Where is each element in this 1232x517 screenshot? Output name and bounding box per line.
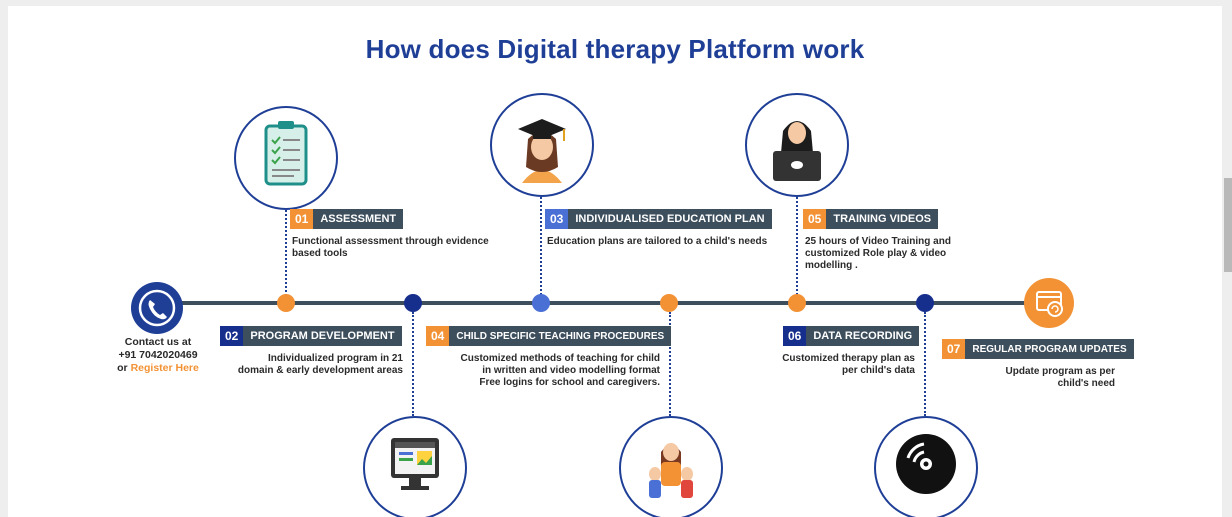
graduate-icon — [490, 93, 594, 197]
step-07-number: 07 — [942, 339, 966, 359]
register-link[interactable]: Register Here — [130, 362, 199, 374]
timeline-dot-03 — [532, 294, 550, 312]
phone-icon[interactable] — [131, 282, 183, 334]
step-05-description: 25 hours of Video Training and customize… — [805, 236, 951, 271]
contact-block: Contact us at +91 7042020469 or Register… — [108, 336, 208, 375]
step-05-label: 05 TRAINING VIDEOS — [803, 209, 939, 229]
step-01-number: 01 — [290, 209, 314, 229]
timeline-dot-01 — [277, 294, 295, 312]
timeline-dot-05 — [788, 294, 806, 312]
step-06-description: Customized therapy plan as per child's d… — [782, 353, 915, 376]
refresh-window-icon — [1024, 278, 1074, 328]
timeline-dot-06 — [916, 294, 934, 312]
connector-01 — [285, 210, 287, 296]
step-03-number: 03 — [545, 209, 569, 229]
teacher-children-icon — [619, 416, 723, 517]
step-07-label: 07 REGULAR PROGRAM UPDATES — [942, 339, 1134, 359]
video-presenter-icon — [745, 93, 849, 197]
contact-line: Contact us at — [124, 336, 192, 348]
connector-06 — [924, 312, 926, 416]
step-07-title: REGULAR PROGRAM UPDATES — [972, 343, 1127, 355]
disc-icon — [874, 416, 978, 517]
step-04-number: 04 — [426, 326, 450, 346]
step-04-label: 04 CHILD SPECIFIC TEACHING PROCEDURES — [426, 326, 672, 346]
computer-screen-icon — [363, 416, 467, 517]
page-title: How does Digital therapy Platform work — [365, 34, 865, 64]
step-04-description: Customized methods of teaching for child… — [460, 353, 660, 388]
infographic-canvas: How does Digital therapy Platform work — [8, 6, 1222, 517]
step-01-title: ASSESSMENT — [320, 213, 397, 225]
step-06-title: DATA RECORDING — [813, 330, 913, 342]
step-02-label: 02 PROGRAM DEVELOPMENT — [220, 326, 402, 346]
timeline-axis — [168, 301, 1038, 305]
step-01-description: Functional assessment through evidence b… — [292, 236, 489, 259]
step-03-label: 03 INDIVIDUALISED EDUCATION PLAN — [545, 209, 772, 229]
contact-phone: +91 7042020469 — [118, 349, 198, 361]
step-03-description: Education plans are tailored to a child'… — [547, 236, 768, 247]
step-06-label: 06 DATA RECORDING — [783, 326, 920, 346]
step-03-title: INDIVIDUALISED EDUCATION PLAN — [575, 213, 765, 225]
step-05-title: TRAINING VIDEOS — [833, 213, 932, 225]
connector-04 — [669, 312, 671, 416]
step-05-number: 05 — [803, 209, 827, 229]
step-06-number: 06 — [783, 326, 807, 346]
connector-03 — [540, 197, 542, 295]
timeline-dot-02 — [404, 294, 422, 312]
step-07-description: Update program as per child's need — [1005, 366, 1115, 389]
timeline-dot-04 — [660, 294, 678, 312]
step-04-title: CHILD SPECIFIC TEACHING PROCEDURES — [456, 330, 665, 342]
step-02-number: 02 — [220, 326, 244, 346]
connector-05 — [796, 197, 798, 295]
step-01-label: 01 ASSESSMENT — [290, 209, 404, 229]
clipboard-icon — [234, 106, 338, 210]
scrollbar-thumb[interactable] — [1224, 178, 1232, 272]
connector-02 — [412, 312, 414, 416]
step-02-description: Individualized program in 21 domain & ea… — [237, 353, 403, 376]
contact-or: or — [117, 362, 131, 374]
step-02-title: PROGRAM DEVELOPMENT — [250, 330, 395, 342]
